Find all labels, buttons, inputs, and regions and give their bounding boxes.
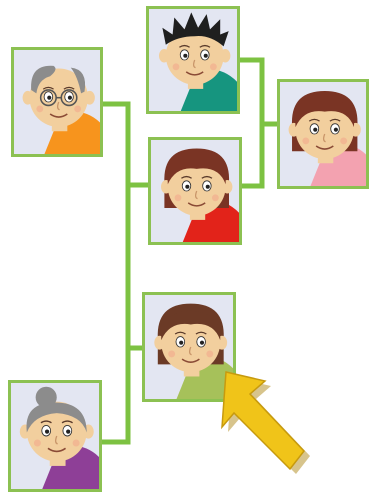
family-tree-diagram [0,0,375,495]
arrow-pointer-icon [0,0,375,495]
